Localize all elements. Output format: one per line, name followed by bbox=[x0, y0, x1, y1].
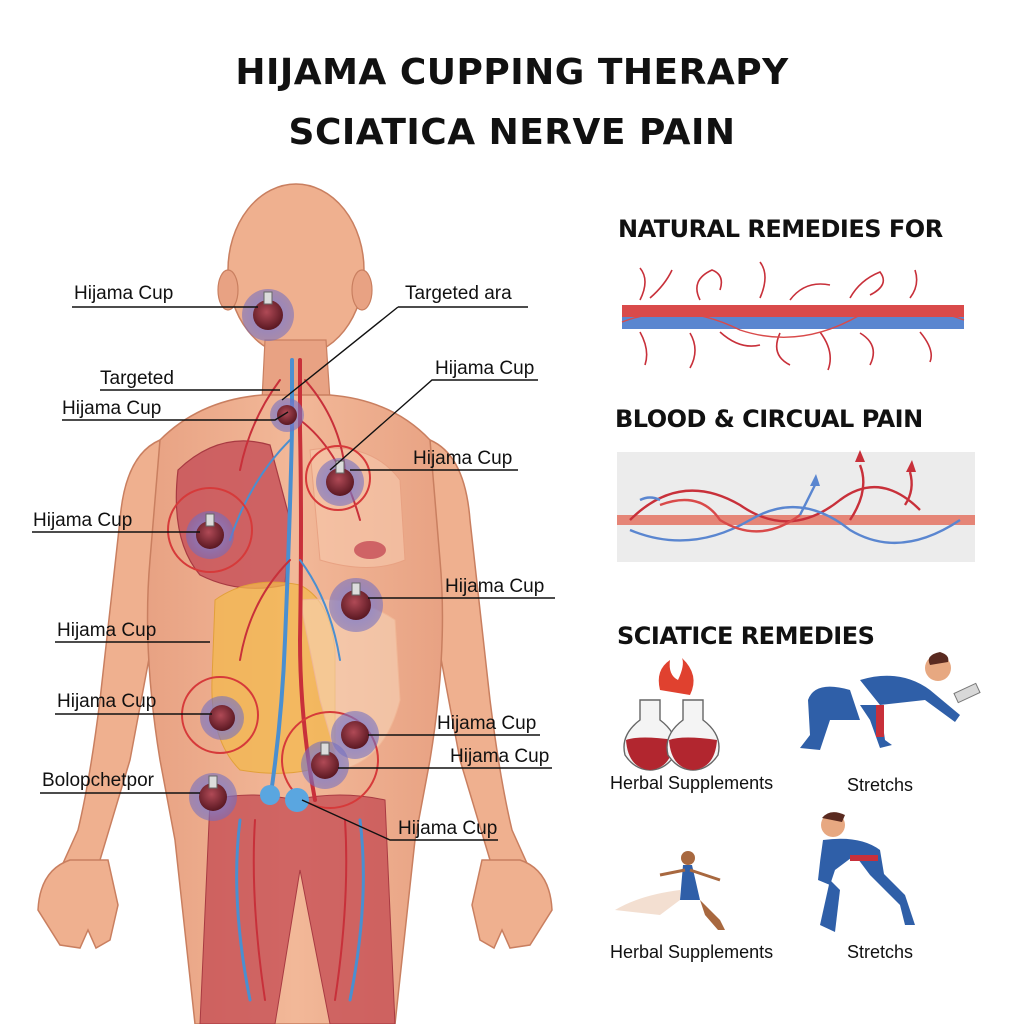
cup-hip bbox=[189, 773, 237, 821]
label-hijama-cup-groin: Hijama Cup bbox=[398, 818, 498, 839]
section-title-natural-remedies: NATURAL REMEDIES FOR bbox=[618, 215, 943, 243]
page-title: HIJAMA CUPPING THERAPY bbox=[235, 52, 789, 93]
caption-stretchs-1: Stretchs bbox=[846, 775, 914, 795]
cup-lower-left bbox=[200, 696, 244, 740]
label-hijama-cup-right-lower-2: Hijama Cup bbox=[450, 746, 550, 767]
label-hijama-cup-abdomen: Hijama Cup bbox=[445, 576, 545, 597]
caption-herbal-supplements-2: Herbal Supplements bbox=[610, 942, 774, 962]
cup-chest-left bbox=[186, 511, 234, 559]
label-targeted-area: Targeted ara bbox=[405, 283, 512, 304]
label-hijama-cup-right-lower-1: Hijama Cup bbox=[437, 713, 537, 734]
label-hijama-cup-neck: Hijama Cup bbox=[62, 398, 162, 419]
label-targeted: Targeted bbox=[100, 368, 174, 389]
body-head bbox=[217, 183, 373, 357]
cup-chest-right bbox=[316, 458, 364, 506]
caption-herbal-supplements-1: Herbal Supplements bbox=[610, 773, 774, 793]
section-title-sciatice: SCIATICE REMEDIES bbox=[617, 622, 875, 650]
cup-neck bbox=[270, 398, 304, 432]
target-rings bbox=[167, 445, 379, 809]
section-title-blood: BLOOD & CIRCUAL PAIN bbox=[615, 405, 923, 433]
label-hijama-cup-face: Hijama Cup bbox=[74, 283, 174, 304]
cup-lower-right-1 bbox=[331, 711, 379, 759]
leader-lines bbox=[32, 306, 555, 841]
caption-stretchs-2: Stretchs bbox=[846, 942, 914, 962]
label-hijama-cup-chest-left: Hijama Cup bbox=[33, 510, 133, 531]
cup-groin bbox=[260, 785, 309, 812]
label-hijama-cup-left-lower: Hijama Cup bbox=[57, 691, 157, 712]
label-bolopchetpor: Bolopchetpor bbox=[42, 770, 154, 791]
label-hijama-cup-right-upper: Hijama Cup bbox=[413, 448, 513, 469]
hijama-cups bbox=[186, 289, 383, 821]
cup-lower-right-2 bbox=[301, 741, 349, 789]
page-subtitle: SCIATICA NERVE PAIN bbox=[288, 112, 736, 153]
label-hijama-cup-chest-right: Hijama Cup bbox=[435, 358, 535, 379]
cup-face bbox=[242, 289, 294, 341]
cup-abdomen-right bbox=[329, 578, 383, 632]
label-hijama-cup-left-mid: Hijama Cup bbox=[57, 620, 157, 641]
